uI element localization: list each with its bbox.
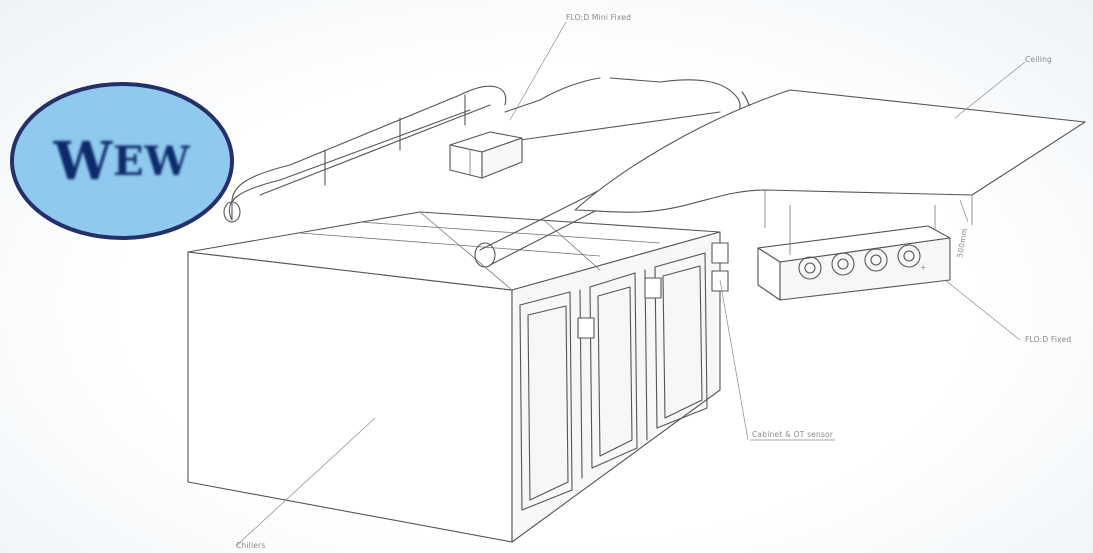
flo-fixed-unit: + — [757, 205, 951, 301]
label-cabinet-sensor: Cabinet & OT sensor — [752, 430, 834, 439]
wew-logo — [10, 82, 234, 240]
chiller-block-front — [187, 251, 513, 543]
leader-lines — [235, 21, 1026, 547]
svg-text:+: + — [920, 263, 926, 272]
label-flo-mini: FLO:D Mini Fixed — [566, 13, 631, 22]
label-chillers: Chillers — [236, 541, 265, 550]
chiller-block-side — [511, 231, 721, 543]
sensor-boxes — [577, 242, 729, 339]
logo-rest-letters: EW — [112, 137, 191, 185]
flo-mini-unit — [449, 131, 523, 179]
label-dimension: 500mm — [955, 227, 969, 258]
ceiling-panel — [574, 89, 1086, 213]
logo-first-letter: W — [53, 130, 113, 192]
roof-grid — [299, 211, 661, 291]
air-duct — [223, 77, 751, 268]
label-ceiling: Ceiling — [1025, 55, 1052, 64]
label-flo-fixed: FLO:D Fixed — [1025, 335, 1071, 344]
